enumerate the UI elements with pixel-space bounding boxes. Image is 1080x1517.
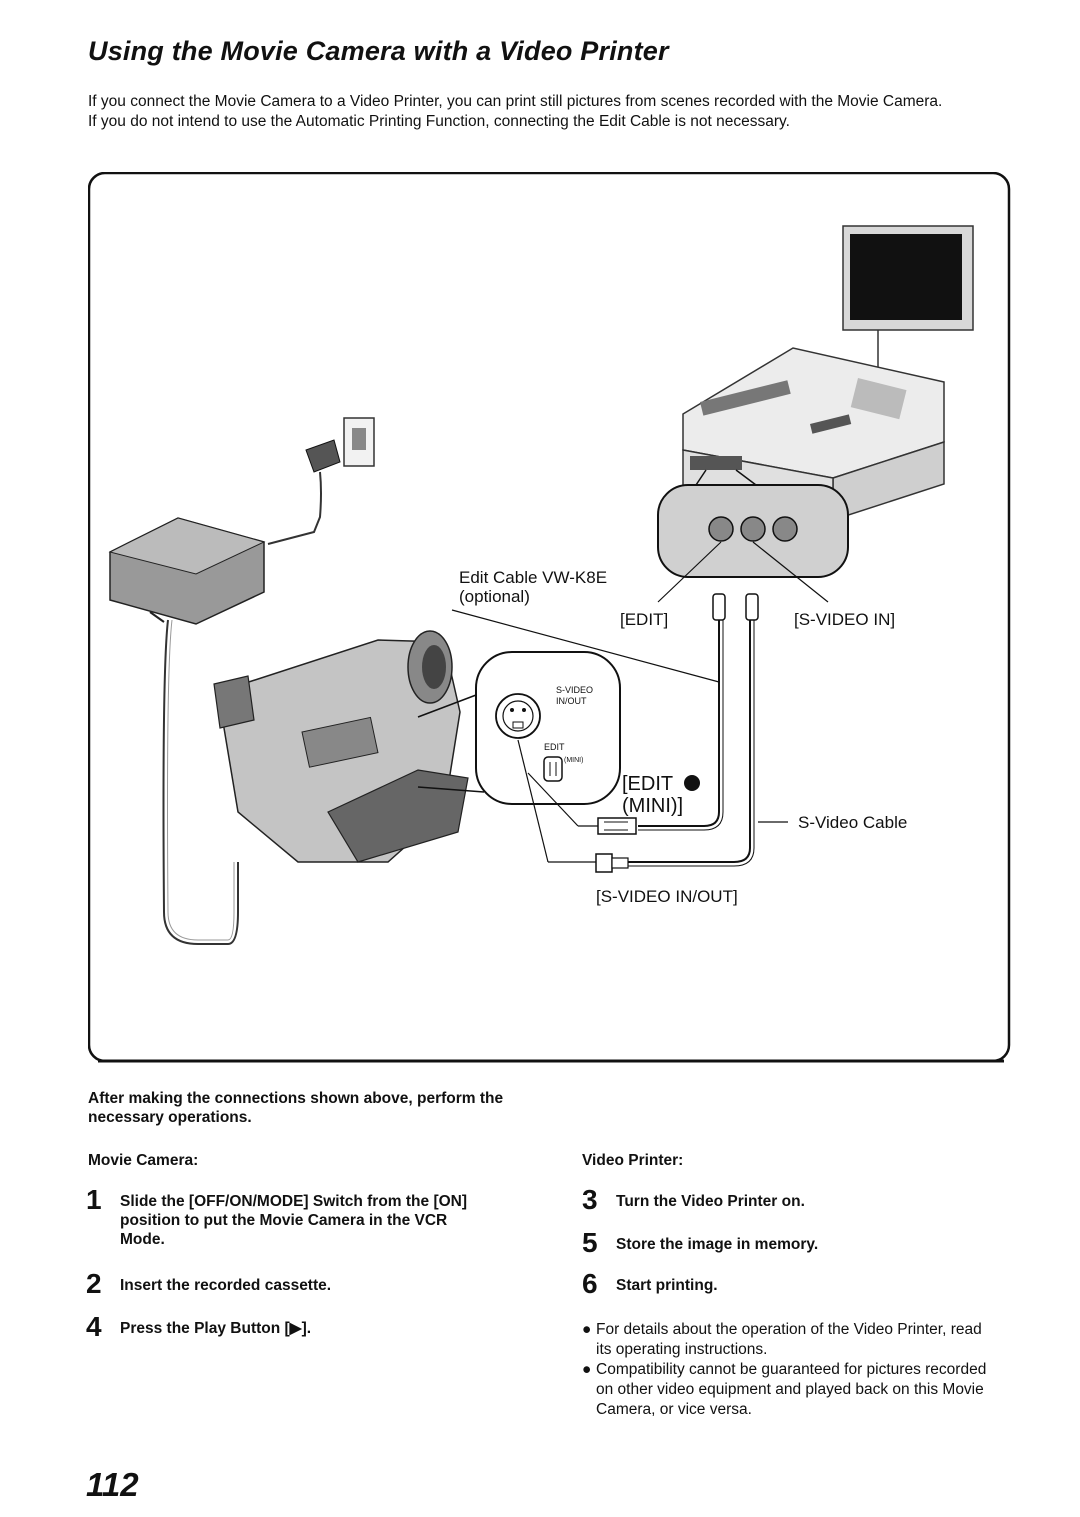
- camera-step: 4 Press the Play Button [▶].: [86, 1313, 495, 1341]
- edit-cable-optional-label: (optional): [459, 587, 530, 606]
- camera-step: 2 Insert the recorded cassette.: [86, 1270, 495, 1298]
- note-text: Compatibility cannot be guaranteed for p…: [596, 1361, 987, 1418]
- printer-jack-callout: [657, 469, 849, 603]
- step-text: Press the Play Button [▶].: [120, 1320, 312, 1337]
- bullet-icon: ●: [582, 1361, 592, 1378]
- jack-edit-label: EDIT: [544, 742, 565, 752]
- svideo-cable-label: S-Video Cable: [798, 813, 907, 832]
- step-number: 1: [86, 1184, 102, 1215]
- step-text: Store the image in memory.: [616, 1236, 819, 1253]
- jack-inout-label: IN/OUT: [556, 696, 587, 706]
- edit-symbol-icon: [684, 775, 700, 791]
- wall-outlet-illustration: [267, 417, 375, 545]
- movie-camera-illustration: [213, 630, 485, 863]
- camera-step: 1 Slide the [OFF/ON/MODE] Switch from th…: [86, 1186, 495, 1249]
- ac-adaptor-illustration: [108, 517, 266, 945]
- step-number: 3: [582, 1184, 598, 1215]
- notes: ● For details about the operation of the…: [582, 1320, 992, 1420]
- edit-label: [EDIT]: [620, 610, 668, 629]
- page-number: 112: [86, 1466, 139, 1503]
- intro-paragraph: If you connect the Movie Camera to a Vid…: [88, 93, 943, 110]
- bullet-icon: ●: [582, 1321, 592, 1338]
- step-number: 6: [582, 1268, 598, 1299]
- intro-paragraph: If you do not intend to use the Automati…: [88, 113, 790, 130]
- monitor-illustration: [842, 225, 974, 372]
- edit-mini-label: [EDIT: [622, 773, 673, 795]
- intro-text: If you connect the Movie Camera to a Vid…: [88, 92, 1008, 132]
- step-number: 4: [86, 1311, 102, 1342]
- note-item: ● For details about the operation of the…: [582, 1320, 992, 1360]
- edit-cable-label: Edit Cable VW-K8E: [459, 568, 607, 587]
- note-item: ● Compatibility cannot be guaranteed for…: [582, 1360, 992, 1420]
- printer-step: 3 Turn the Video Printer on.: [582, 1186, 991, 1214]
- printer-step: 5 Store the image in memory.: [582, 1229, 991, 1257]
- step-text: Slide the [OFF/ON/MODE] Switch from the …: [120, 1193, 468, 1248]
- movie-camera-heading: Movie Camera:: [88, 1152, 199, 1169]
- note-text: For details about the operation of the V…: [596, 1321, 982, 1358]
- video-printer-heading: Video Printer:: [582, 1152, 684, 1169]
- step-number: 5: [582, 1227, 598, 1258]
- step-number: 2: [86, 1268, 102, 1299]
- cables: [451, 593, 788, 873]
- connection-diagram: S-VIDEO IN/OUT EDIT (MINI) Edit Cable VW…: [88, 172, 1011, 1063]
- svideo-inout-label: [S-VIDEO IN/OUT]: [596, 887, 738, 906]
- step-text: Turn the Video Printer on.: [616, 1193, 805, 1210]
- jack-svideo-label: S-VIDEO: [556, 685, 593, 695]
- svideo-in-label: [S-VIDEO IN]: [794, 610, 895, 629]
- step-text: Start printing.: [616, 1277, 718, 1294]
- after-connections-text: After making the connections shown above…: [88, 1090, 504, 1126]
- step-text: Insert the recorded cassette.: [120, 1277, 332, 1294]
- page-title: Using the Movie Camera with a Video Prin…: [88, 36, 669, 66]
- printer-step: 6 Start printing.: [582, 1270, 991, 1298]
- camera-jack-callout: S-VIDEO IN/OUT EDIT (MINI): [475, 651, 621, 805]
- edit-mini-label-2: (MINI)]: [622, 795, 683, 817]
- jack-mini-label: (MINI): [564, 757, 583, 764]
